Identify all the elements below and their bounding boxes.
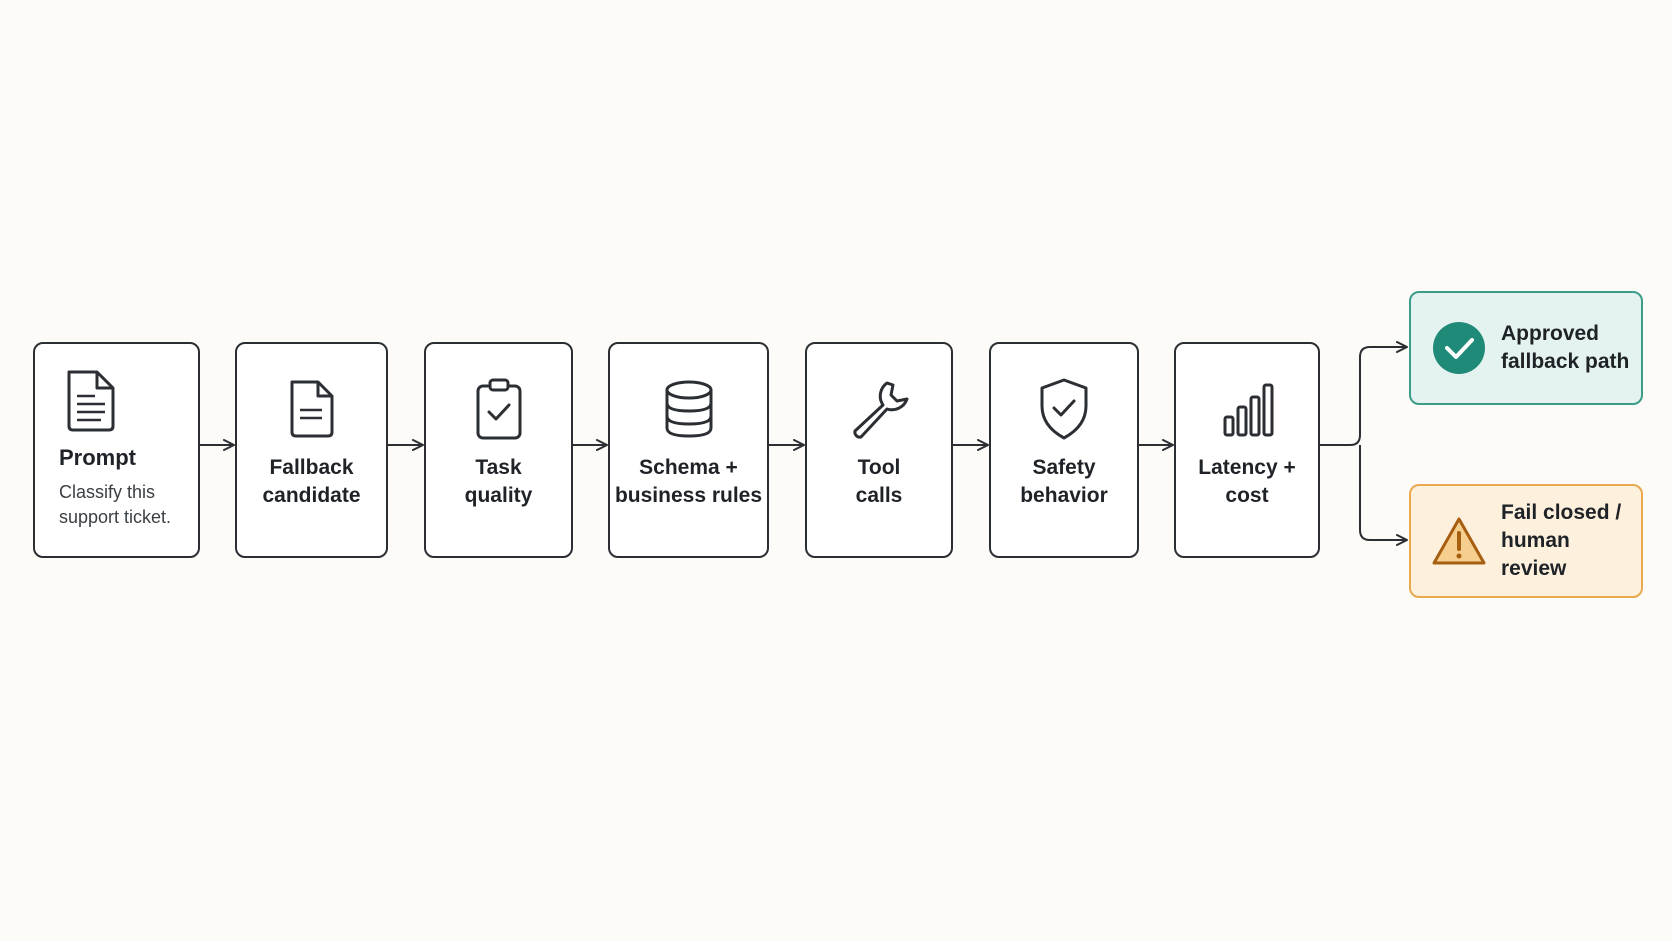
step-schema-business-rules: Schema + business rules [608, 342, 769, 558]
outcome-approved: Approved fallback path [1409, 291, 1643, 405]
step-label: Prompt [59, 445, 136, 470]
branch-approved [1320, 341, 1408, 446]
outcome-fail-closed: Fail closed / human review [1409, 484, 1643, 598]
step-label: Tool calls [855, 456, 903, 507]
bar-chart-icon [1219, 374, 1275, 444]
step-label: Task quality [464, 456, 533, 507]
file-icon [286, 374, 338, 444]
database-icon [661, 374, 717, 444]
step-label: Safety behavior [1020, 456, 1108, 507]
step-fallback-candidate: Fallback candidate [235, 342, 388, 558]
document-icon [63, 366, 119, 436]
wrench-icon [847, 374, 911, 444]
step-description: Classify this support ticket. [59, 482, 172, 527]
step-safety-behavior: Safety behavior [989, 342, 1139, 558]
step-task-quality: Task quality [424, 342, 573, 558]
step-label: Fallback candidate [262, 456, 361, 507]
check-circle-icon [1431, 320, 1487, 376]
warning-icon [1431, 513, 1487, 569]
step-prompt: Prompt Classify this support ticket. [33, 342, 200, 558]
step-label: Schema + business rules [614, 456, 763, 507]
step-tool-calls: Tool calls [805, 342, 953, 558]
step-label: Latency + cost [1198, 456, 1296, 507]
branch-fail [1359, 445, 1408, 546]
outcome-label: Fail closed / human review [1501, 501, 1622, 580]
outcome-label: Approved fallback path [1501, 322, 1630, 373]
clipboard-check-icon [473, 374, 525, 444]
step-latency-cost: Latency + cost [1174, 342, 1320, 558]
shield-check-icon [1036, 374, 1092, 444]
